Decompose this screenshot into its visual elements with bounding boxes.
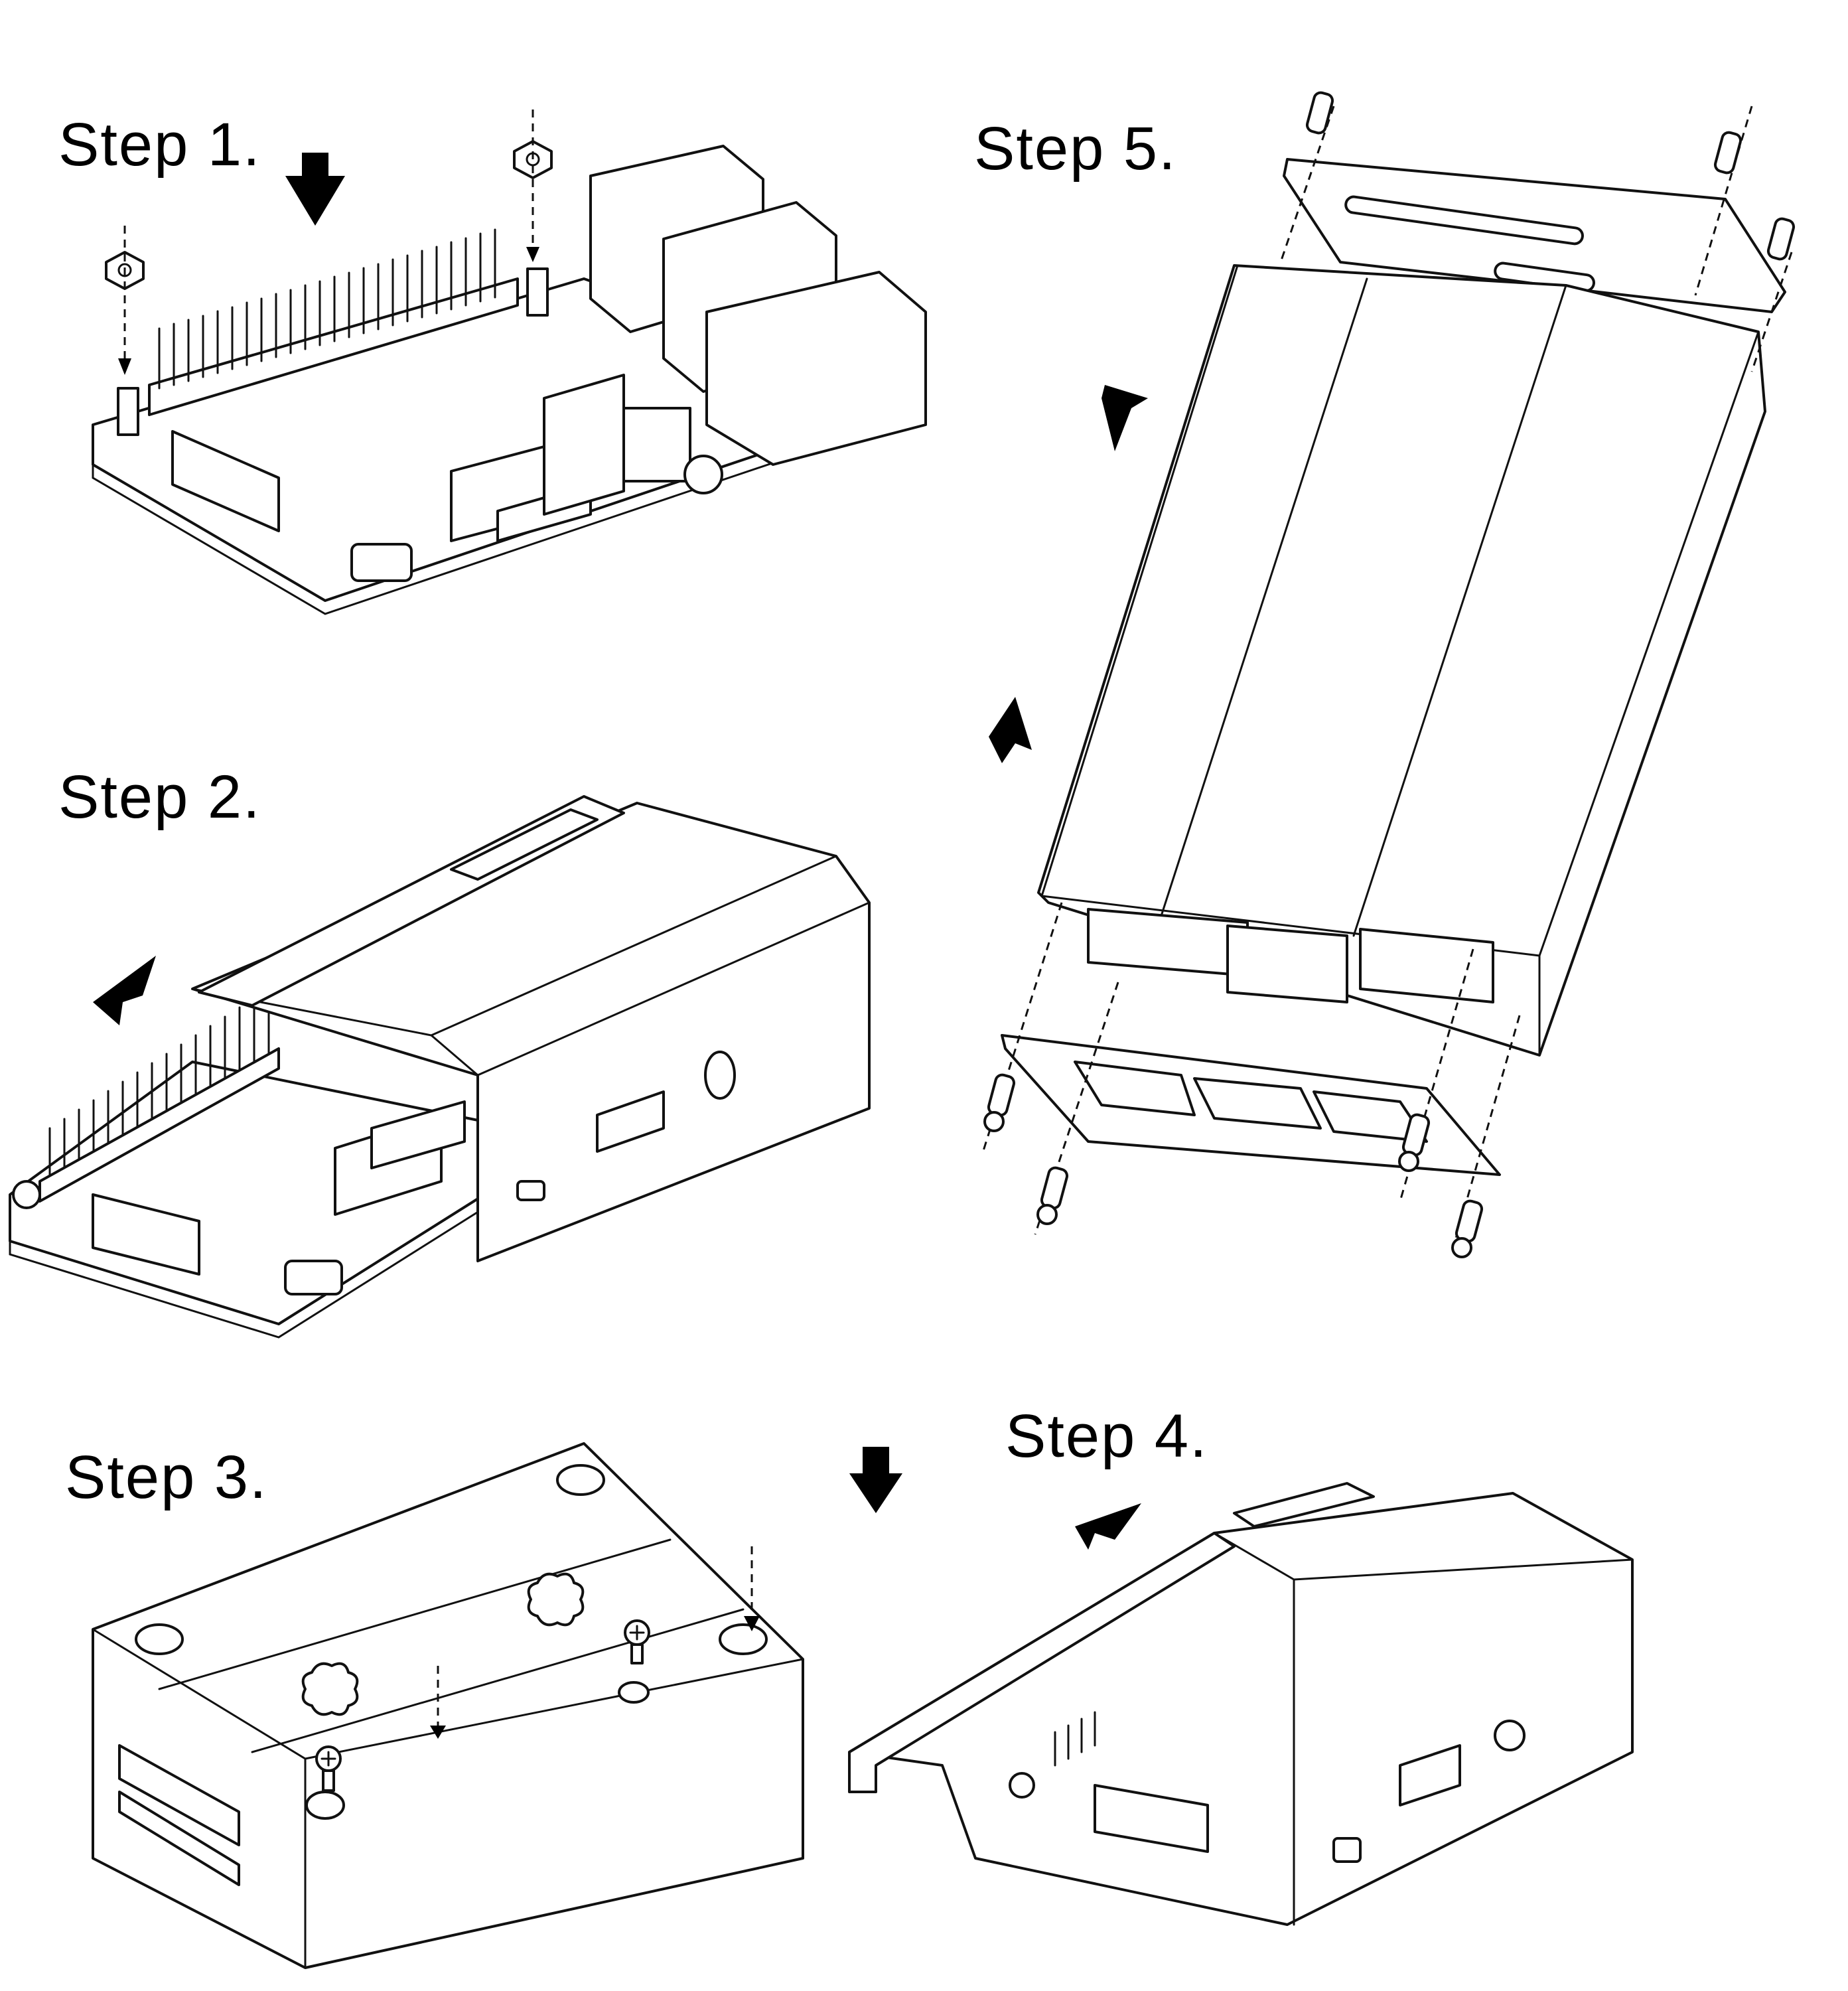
case-rail	[1233, 1482, 1375, 1528]
micro-usb-port	[284, 1260, 343, 1295]
step-3-label: Step 3.	[65, 1443, 268, 1511]
mounting-hole	[135, 1623, 184, 1655]
step-5-label: Step 5.	[974, 115, 1177, 183]
usb-port-block	[1226, 924, 1348, 1003]
screw-icon	[315, 1745, 342, 1792]
screw-icon	[1766, 217, 1796, 261]
display-connector	[171, 430, 280, 532]
micro-usb-port	[350, 543, 413, 582]
gpio-pins	[1054, 1711, 1096, 1767]
micro-usb-cutout	[516, 1180, 545, 1201]
display-connector	[92, 1193, 200, 1276]
case-shell	[191, 802, 871, 1262]
step-1-label: Step 1.	[58, 111, 261, 179]
step-5-illustration	[981, 91, 1796, 1258]
screw-hole	[305, 1791, 345, 1820]
audio-jack-cutout	[1494, 1720, 1526, 1751]
port-opening	[1313, 1090, 1428, 1143]
screw-icon	[624, 1619, 650, 1664]
arrow-down-icon	[285, 153, 345, 226]
screw-icon	[1036, 1166, 1069, 1225]
gpio-pins	[158, 228, 496, 390]
audio-jack-cutout	[704, 1051, 736, 1100]
screw-icon	[1305, 91, 1334, 135]
audio-jack	[622, 407, 691, 482]
port-opening	[1087, 908, 1249, 977]
vent-cutout	[301, 1662, 359, 1716]
case-shell	[1037, 264, 1766, 1057]
step-4-illustration	[848, 1447, 1634, 1926]
screw-hole	[618, 1681, 650, 1704]
top-cover	[848, 1532, 1236, 1793]
mounting-hole	[556, 1464, 605, 1496]
case-bottom	[92, 1442, 804, 1969]
port-opening	[1193, 1077, 1322, 1130]
step-3-illustration	[92, 1442, 804, 1969]
gpio-header	[148, 277, 519, 416]
hdmi-cutout	[596, 1090, 665, 1153]
standoff-2	[526, 267, 549, 317]
screw-icon	[1451, 1199, 1484, 1258]
camera-connector	[543, 374, 625, 516]
port-opening	[1074, 1061, 1196, 1116]
screw-icon	[1398, 1113, 1431, 1172]
screw-icon	[1713, 131, 1742, 175]
mounting-hole	[719, 1623, 768, 1655]
ethernet-port	[705, 271, 927, 466]
arrow-right-icon	[1075, 1503, 1141, 1550]
screw-icon	[983, 1073, 1016, 1132]
step-2-illustration	[9, 795, 871, 1339]
display-connector	[1094, 1784, 1209, 1853]
case-shell	[848, 1492, 1634, 1926]
arrow-up-icon	[989, 697, 1032, 763]
step-2-label: Step 2.	[58, 763, 261, 831]
step-1-illustration	[92, 110, 927, 615]
slot-cutout	[1344, 195, 1584, 246]
arrow-down-icon	[849, 1447, 902, 1513]
micro-usb-cutout	[1332, 1837, 1362, 1863]
camera-connector	[370, 1100, 466, 1169]
arrow-down-icon	[1102, 385, 1148, 451]
circuit-board	[9, 1061, 486, 1325]
vent-cutout	[527, 1572, 585, 1627]
usb-port-block-2	[1359, 928, 1494, 1003]
hdmi-cutout	[1399, 1744, 1461, 1807]
step-4-label: Step 4.	[1005, 1402, 1208, 1470]
slot-cutout	[118, 1744, 240, 1846]
standoff	[117, 387, 139, 436]
standoff	[1009, 1772, 1035, 1799]
standoff	[12, 1180, 41, 1209]
arrow-right-icon	[93, 956, 156, 1025]
